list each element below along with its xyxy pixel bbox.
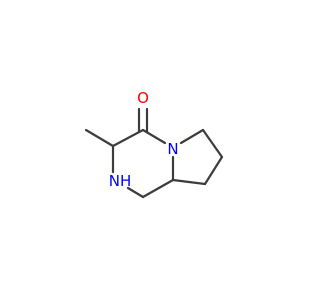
bond-ch2-b-to-ch2-c: [203, 155, 224, 186]
bond-ring-n-to-ch2-a: [179, 128, 205, 145]
bond-carbonyl-to-ring-n: [141, 128, 167, 145]
amine-atom-label: NH: [109, 172, 132, 190]
bond-ch2-a-to-ch2-b: [201, 128, 224, 159]
bond-bridgehead-to-ch2: [141, 178, 175, 199]
bond-methine-to-methyl: [84, 128, 115, 148]
bond-ch2-c-to-bridgehead: [171, 178, 207, 186]
bond-methine-to-carbonyl: [111, 128, 145, 148]
bond-ch2-to-amine: [126, 186, 145, 199]
oxygen-atom-label: O: [137, 89, 149, 107]
molecule-structure-diagram: O N NH: [84, 89, 224, 199]
ring-nitrogen-atom-label: N: [167, 140, 178, 158]
